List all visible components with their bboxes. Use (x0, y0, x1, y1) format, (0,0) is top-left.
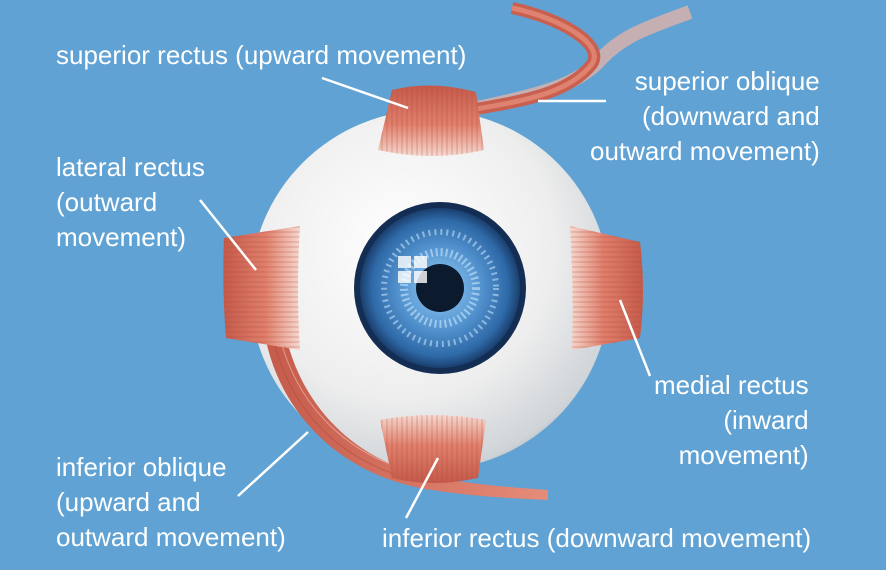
superior-oblique-muscle (469, 2, 693, 116)
label-superior-oblique: superior oblique (downward and outward m… (590, 66, 820, 166)
medial-rectus-muscle (570, 226, 643, 350)
pupil (416, 264, 464, 312)
label-lateral-rectus: lateral rectus (outward movement) (56, 152, 205, 252)
leader-line-superior-rectus (321, 76, 409, 110)
label-medial-rectus: medial rectus (inward movement) (654, 370, 809, 470)
superior-rectus-muscle (378, 85, 484, 156)
leader-line-inferior-oblique (237, 431, 309, 497)
leader-line-lateral-rectus (199, 199, 257, 271)
leader-line-inferior-rectus (404, 457, 440, 519)
inferior-rectus-muscle (380, 415, 486, 483)
leader-lines (199, 76, 652, 519)
leader-line-medial-rectus (618, 299, 652, 377)
label-inferior-rectus: inferior rectus (downward movement) (382, 523, 812, 553)
label-superior-rectus: superior rectus (upward movement) (56, 40, 467, 70)
label-inferior-oblique: inferior oblique (upward and outward mov… (56, 452, 286, 552)
eye-highlight (398, 256, 427, 283)
lateral-rectus-muscle (223, 226, 300, 350)
